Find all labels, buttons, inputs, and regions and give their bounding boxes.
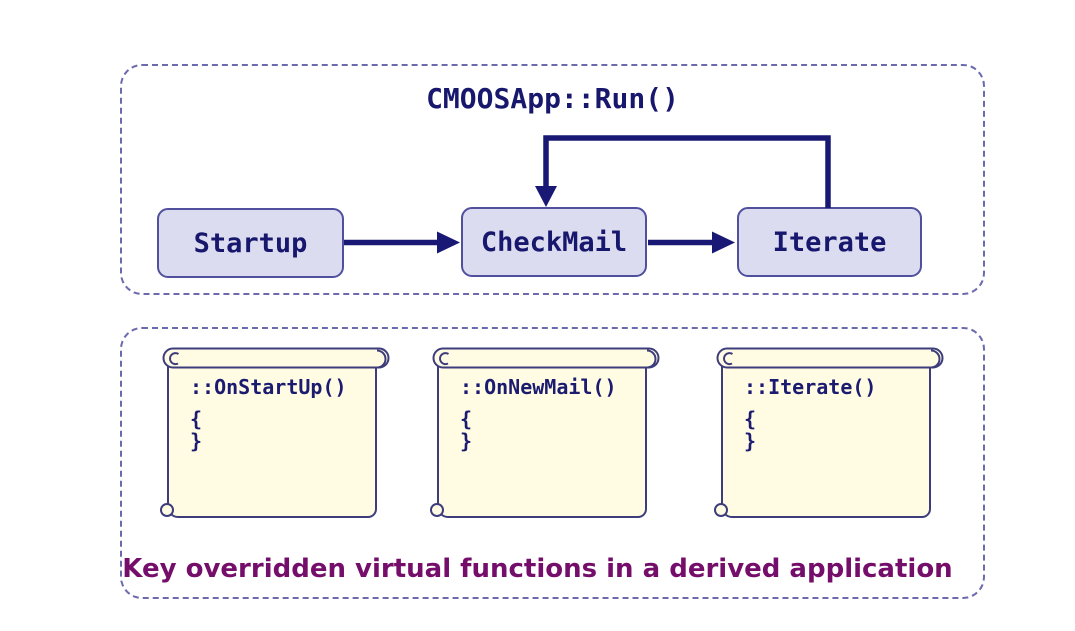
node-iterate: Iterate — [737, 207, 922, 277]
parchment-scroll-shape — [430, 347, 660, 518]
close-brace: } — [744, 429, 757, 453]
function-name: ::OnNewMail() — [460, 375, 617, 399]
right-curl-icon — [646, 349, 657, 369]
open-brace: { — [744, 407, 757, 431]
parchment-scroll-shape — [160, 347, 390, 518]
scroll-iterate: ::Iterate() { } — [714, 346, 946, 524]
overrides-caption: Key overridden virtual functions in a de… — [122, 554, 953, 584]
function-name: ::Iterate() — [744, 375, 877, 399]
top-left-curl-icon — [439, 352, 450, 366]
bottom-curl-icon — [430, 503, 444, 517]
scroll-onnewmail: ::OnNewMail() { } — [430, 346, 662, 524]
parchment-roll-bar — [432, 347, 660, 369]
top-left-curl-icon — [723, 352, 734, 366]
scroll-onstartup: ::OnStartUp() { } — [160, 346, 392, 524]
run-loop-title: CMOOSApp::Run() — [426, 82, 679, 115]
right-curl-icon — [376, 349, 387, 369]
bottom-curl-icon — [714, 503, 728, 517]
close-brace: } — [460, 429, 473, 453]
bottom-curl-icon — [160, 503, 174, 517]
open-brace: { — [190, 407, 203, 431]
close-brace: } — [190, 429, 203, 453]
parchment-scroll-shape — [714, 347, 944, 518]
node-startup: Startup — [157, 208, 344, 278]
right-curl-icon — [930, 349, 941, 369]
top-left-curl-icon — [169, 352, 180, 366]
scroll-code: ::Iterate() { } — [744, 374, 876, 452]
scroll-code: ::OnNewMail() { } — [460, 374, 617, 452]
parchment-roll-bar — [716, 347, 944, 369]
scroll-code: ::OnStartUp() { } — [190, 374, 347, 452]
parchment-roll-bar — [162, 347, 390, 369]
open-brace: { — [460, 407, 473, 431]
function-name: ::OnStartUp() — [190, 375, 347, 399]
node-checkmail: CheckMail — [461, 207, 647, 277]
